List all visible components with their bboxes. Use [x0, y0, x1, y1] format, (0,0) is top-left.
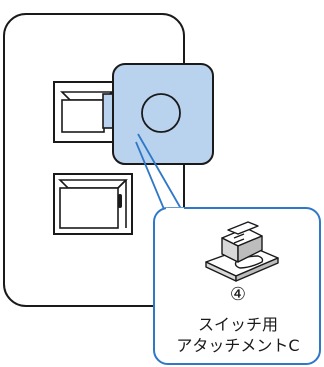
lower-rocker-switch: [53, 173, 133, 235]
callout-label-line2: アタッチメントC: [176, 336, 300, 355]
callout-pointer: [135, 133, 185, 215]
callout-number: ④: [229, 284, 247, 305]
attachment-c-block: [102, 63, 214, 165]
callout-box: [153, 207, 321, 365]
attachment-c-part-icon: [205, 221, 279, 282]
attachment-hole: [141, 93, 181, 133]
callout-label-line1: スイッチ用: [197, 315, 278, 334]
lower-switch-indicator: [118, 194, 122, 208]
